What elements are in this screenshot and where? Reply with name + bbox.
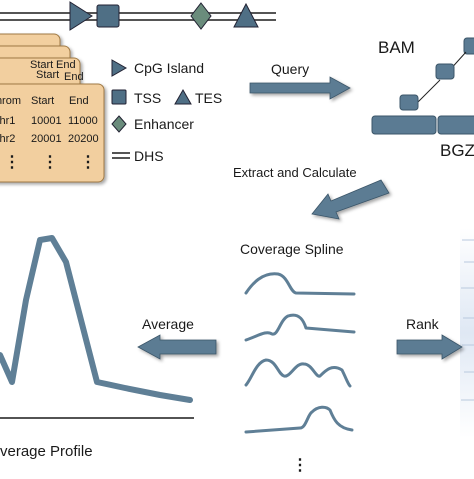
legend-tes-label: TES xyxy=(195,90,222,106)
table-ellipsis-col2: ⋮ xyxy=(42,154,58,171)
track-tss-icon xyxy=(96,4,120,28)
spline-4 xyxy=(244,405,354,434)
spline-1 xyxy=(244,272,356,296)
table-row2-end: 20200 xyxy=(68,133,99,145)
index-block-1 xyxy=(371,115,437,135)
legend-cpg-icon xyxy=(111,59,128,77)
coverage-spline-title: Coverage Spline xyxy=(240,241,344,257)
spline-2 xyxy=(244,313,356,342)
query-arrow xyxy=(249,76,351,100)
rank-arrow xyxy=(396,334,463,360)
extract-label: Extract and Calculate xyxy=(233,165,357,180)
legend-dhs-label: DHS xyxy=(134,148,164,164)
rank-label: Rank xyxy=(406,316,440,332)
table-row1-end: 11000 xyxy=(68,115,98,127)
table-ellipsis-col1: ⋮ xyxy=(4,154,20,171)
bgz-label: BGZ xyxy=(440,141,474,160)
back-card-start-header-2: Start xyxy=(36,69,59,81)
table-row2-start: 20001 xyxy=(31,133,62,145)
average-arrow xyxy=(137,334,217,360)
legend-tes-icon xyxy=(174,88,192,105)
index-structure: BAM BGZ xyxy=(371,37,474,160)
track-tes-icon xyxy=(233,2,259,28)
back-card-start-header: Start xyxy=(30,59,53,71)
index-node-mid xyxy=(435,63,455,80)
table-header-end: End xyxy=(69,95,89,107)
table-ellipsis-col3: ⋮ xyxy=(80,154,96,171)
average-profile-label: verage Profile xyxy=(0,443,93,460)
average-profile-curve xyxy=(0,235,193,403)
feature-legend: CpG Island TSS TES Enhancer DHS xyxy=(111,59,222,164)
heatmap-lines xyxy=(461,239,474,401)
legend-enhancer-label: Enhancer xyxy=(134,116,194,132)
extract-arrow xyxy=(311,179,390,220)
feature-table-stack: Start End Start End Chrom Start End chr1… xyxy=(0,33,105,183)
table-header-chrom: Chrom xyxy=(0,95,21,107)
index-node-top xyxy=(463,37,474,55)
table-row2-chrom: chr2 xyxy=(0,133,15,145)
table-header-start: Start xyxy=(31,95,54,107)
legend-tss-label: TSS xyxy=(134,90,161,106)
spline-ellipsis: ⋮ xyxy=(292,457,308,474)
bam-label: BAM xyxy=(378,38,415,57)
coverage-splines xyxy=(244,272,356,434)
average-label: Average xyxy=(142,316,194,332)
query-label: Query xyxy=(271,61,309,77)
legend-enhancer-icon xyxy=(111,115,127,133)
track-enhancer-icon xyxy=(190,2,212,30)
table-row1-chrom: chr1 xyxy=(0,115,15,127)
back-card-end-header-2: End xyxy=(64,71,84,83)
legend-cpg-label: CpG Island xyxy=(134,60,204,76)
average-profile: verage Profile xyxy=(0,235,194,460)
spline-3 xyxy=(244,358,352,388)
table-row1-start: 10001 xyxy=(31,115,62,127)
index-block-2 xyxy=(437,115,474,135)
index-node-low xyxy=(399,94,419,111)
back-card-end-header: End xyxy=(56,59,76,71)
genome-track xyxy=(0,1,276,31)
heatmap-strip xyxy=(460,228,474,438)
legend-tss-icon xyxy=(111,89,127,105)
feature-card-front xyxy=(0,83,105,183)
track-cpg-icon xyxy=(69,1,93,31)
